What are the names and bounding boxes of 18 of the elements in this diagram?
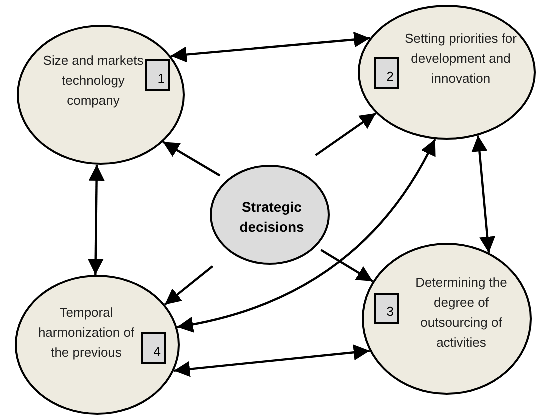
node-label: Temporal harmonization of the previous xyxy=(37,304,136,362)
center-label: Strategic decisions xyxy=(238,198,306,237)
number-box: 1 xyxy=(145,59,170,91)
arrow xyxy=(164,266,214,306)
number-box: 2 xyxy=(374,57,399,89)
number-box: 4 xyxy=(141,332,166,364)
arrow xyxy=(177,138,436,332)
number-box: 3 xyxy=(374,293,399,324)
arrow xyxy=(162,141,221,177)
arrow xyxy=(320,249,374,282)
arrow xyxy=(472,136,496,254)
node-label: Determining the degree of outsourcing of activities xyxy=(414,274,508,352)
arrow xyxy=(88,164,105,276)
arrow xyxy=(174,344,370,378)
arrow xyxy=(170,32,370,63)
arrow xyxy=(315,112,377,156)
node-label: Setting priorities for development and innovation xyxy=(404,30,518,88)
node-label: Size and markets technology company xyxy=(42,52,145,110)
